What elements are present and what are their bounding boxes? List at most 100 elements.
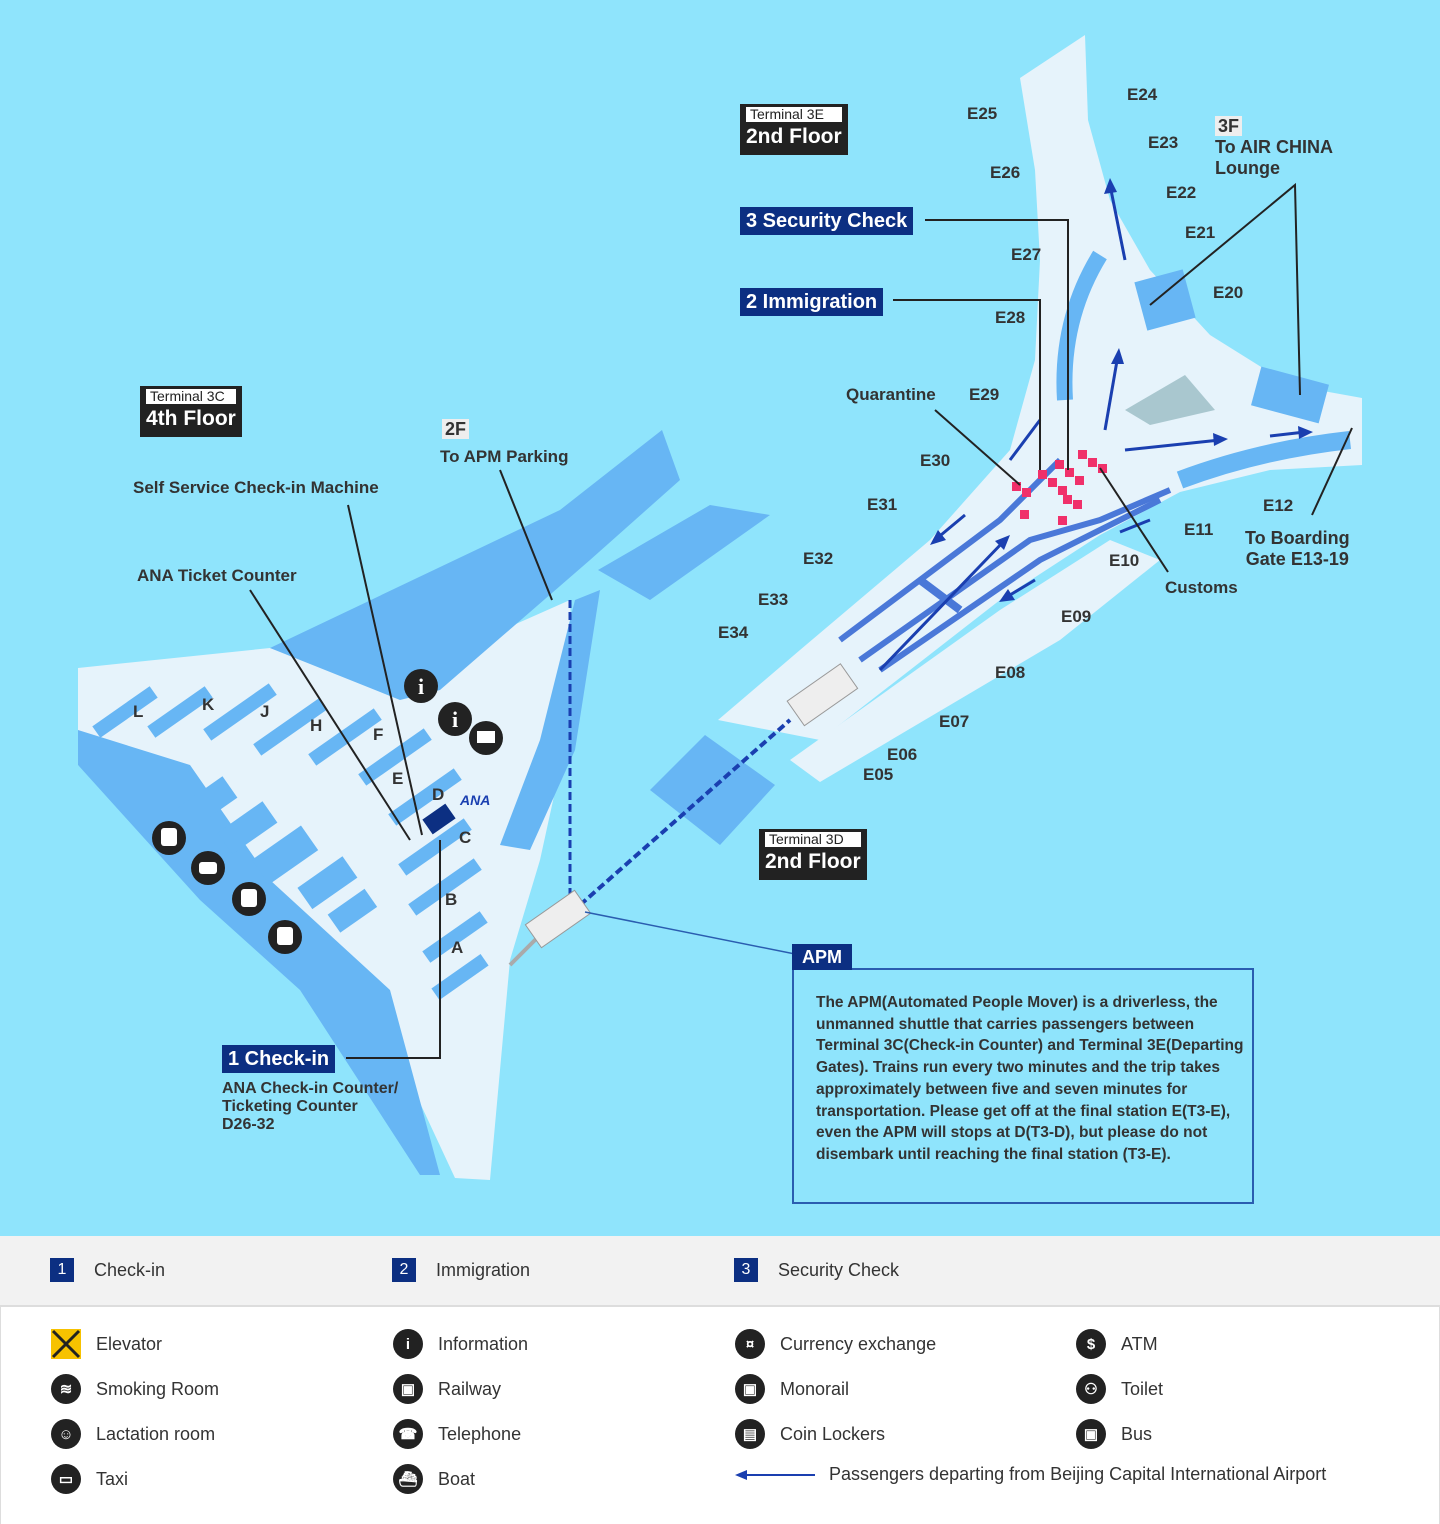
legend-item: ▣ Railway (393, 1374, 501, 1404)
terminal-3e-south-pier (790, 540, 1160, 782)
floor-tag: 3F (1215, 116, 1243, 136)
legend-item: $ ATM (1076, 1329, 1158, 1359)
legend-label: Elevator (96, 1333, 163, 1354)
gate-label: E34 (718, 623, 749, 642)
checkin-desc-line: ANA Check-in Counter/ (222, 1080, 399, 1097)
terminal-floor: 2nd Floor (746, 125, 842, 148)
gate-labels: E24E25E23E26E22E21E27E20E28E29E30E31E32E… (718, 85, 1293, 784)
lactation-room-icon: ☺ (51, 1419, 81, 1449)
apm-parking-floor: 2F (442, 419, 470, 439)
svg-text:i: i (418, 674, 424, 699)
gate-label: E08 (995, 663, 1025, 682)
boat-icon: ⛴ (393, 1464, 423, 1494)
legend-label: Security Check (778, 1259, 900, 1280)
counter-label: E (392, 769, 403, 788)
gate-label: E22 (1166, 183, 1196, 202)
note-line: Gate E13-19 (1245, 549, 1349, 569)
legend-item: ⛴ Boat (393, 1464, 475, 1494)
gate-label: E07 (939, 712, 969, 731)
toilet-icon: ⚇ (1076, 1374, 1106, 1404)
gate-label: E31 (867, 495, 897, 514)
legend-label: Smoking Room (96, 1378, 220, 1399)
legend-label: Boat (438, 1468, 476, 1489)
apm-description: The APM(Automated People Mover) is a dri… (816, 994, 1244, 1163)
self-service-label: Self Service Check-in Machine (133, 478, 379, 497)
bus-icon: ▣ (1076, 1419, 1106, 1449)
terminal-floor: 2nd Floor (765, 850, 861, 873)
gate-label: E30 (920, 451, 950, 470)
checkin-counters (92, 683, 489, 1000)
legend-item: Elevator (51, 1329, 162, 1359)
legend-label: Toilet (1121, 1378, 1164, 1399)
legend-label: ATM (1121, 1333, 1158, 1354)
apm-train-3e (786, 663, 859, 727)
gate-label: E09 (1061, 607, 1091, 626)
legend-label: Coin Lockers (780, 1423, 886, 1444)
legend-item: ▣Monorail (735, 1374, 849, 1404)
terminal-3d-badge: Terminal 3D 2nd Floor (759, 829, 867, 880)
information-icon: i (393, 1329, 423, 1359)
note-line: To AIR CHINA (1215, 137, 1333, 157)
gate-label: E20 (1213, 283, 1243, 302)
gate-label: E12 (1263, 496, 1293, 515)
checkpoint-markers (1012, 450, 1107, 525)
gate-label: E23 (1148, 133, 1178, 152)
gate-label: E11 (1184, 520, 1213, 539)
legend-label: Information (438, 1333, 529, 1354)
quarantine-label: Quarantine (846, 385, 936, 404)
step-number: 2 (392, 1258, 416, 1282)
railway-icon: ▣ (393, 1374, 423, 1404)
elevator-icon (51, 1329, 81, 1359)
legend-label: Monorail (780, 1378, 850, 1399)
terminal-floor: 4th Floor (146, 407, 236, 430)
apm-title: APM (792, 944, 852, 970)
legend-label: Railway (438, 1378, 502, 1399)
counter-label: J (260, 702, 269, 721)
step-number: 3 (734, 1258, 758, 1282)
terminal-name: Terminal 3C (146, 389, 236, 404)
route-arrows (878, 178, 1313, 672)
counter-label: L (133, 702, 143, 721)
gate-label: E27 (1011, 245, 1041, 264)
legend-step-security: 3 Security Check (734, 1258, 899, 1282)
checkin-description: ANA Check-in Counter/ Ticketing Counter … (222, 1080, 398, 1134)
currency-exchange-icon: ¤ (735, 1329, 765, 1359)
floor-tag: 2F (442, 419, 470, 439)
boarding-gate-note: To Boarding Gate E13-19 (1245, 528, 1350, 570)
legend-item: ☎Telephone (393, 1419, 521, 1449)
legend-step-immigration: 2 Immigration (392, 1258, 530, 1282)
legend-label: Bus (1121, 1423, 1153, 1444)
note-line: Lounge (1215, 158, 1280, 178)
terminal-name: Terminal 3D (765, 832, 861, 847)
legend-label: Check-in (94, 1259, 166, 1280)
ana-logo: ANA (459, 792, 490, 808)
counter-label: D (432, 785, 444, 804)
atm-icon: $ (1076, 1329, 1106, 1359)
legend-label: Immigration (436, 1259, 531, 1280)
terminal-3c-badge: Terminal 3C 4th Floor (140, 386, 242, 437)
telephone-icon: ☎ (393, 1419, 423, 1449)
gate-label: E32 (803, 549, 833, 568)
step-security-check: 3 Security Check (740, 207, 914, 235)
legend-label: Currency exchange (780, 1333, 937, 1354)
gate-label: E33 (758, 590, 788, 609)
map-icons: i i (152, 669, 503, 954)
gate-label: E21 (1185, 223, 1215, 242)
legend-icons: Elevator≋Smoking Room☺Lactation room▭Tax… (0, 1307, 1440, 1524)
counter-label: F (373, 725, 383, 744)
ana-ticket-label: ANA Ticket Counter (137, 566, 297, 585)
counter-label: A (451, 938, 463, 957)
counter-label: B (445, 890, 457, 909)
legend-item: ⚇ Toilet (1076, 1374, 1163, 1404)
gate-label: E24 (1127, 85, 1158, 104)
gate-label: E10 (1109, 551, 1139, 570)
legend-item: i Information (393, 1329, 528, 1359)
gate-label: E26 (990, 163, 1020, 182)
counter-label: H (310, 716, 322, 735)
route-arrow-icon (735, 1469, 815, 1480)
legend-item: ≋Smoking Room (51, 1374, 219, 1404)
counter-label: C (459, 828, 471, 847)
